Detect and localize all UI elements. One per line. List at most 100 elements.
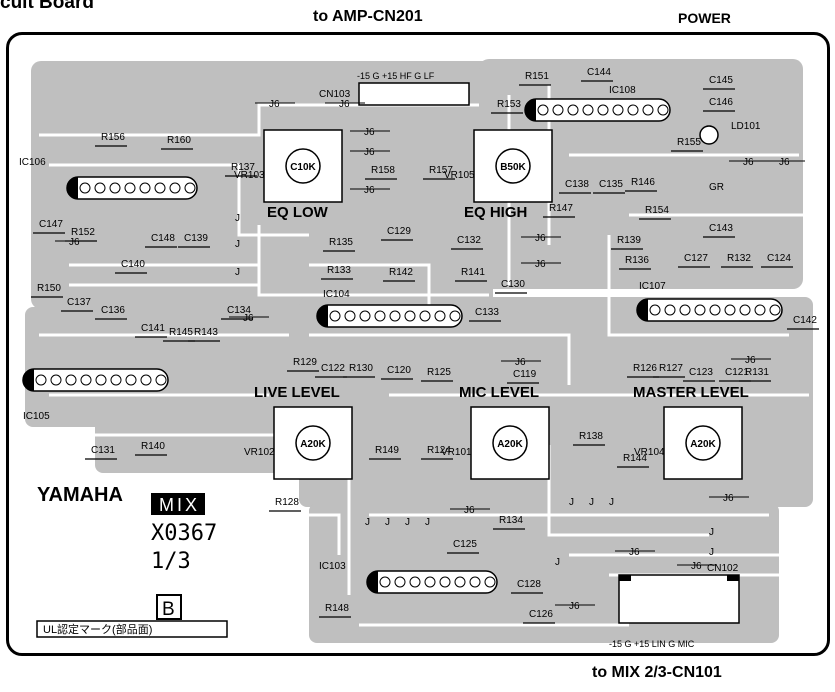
jumper-label: J6 [691,561,702,572]
connector-tab [727,575,739,581]
led-color: GR [709,182,724,193]
component-label: R150 [37,283,61,294]
jumper-label: J6 [535,259,546,270]
pot-knob-icon [495,148,531,184]
ic-pin [769,304,781,316]
component-c119: C119 [507,369,539,384]
ic-pin [449,310,461,322]
pot-value: C10K [290,162,316,173]
component-label: R160 [167,135,191,146]
jumper-label: J6 [364,127,375,138]
jumper-j6: J6 [729,157,769,168]
jumper-j6: J6 [521,259,561,270]
ic-pin [409,576,421,588]
ic-pin [125,374,137,386]
cn102-pins: -15 G +15 LIN G MIC [609,639,695,649]
component-label: R146 [631,177,655,188]
trace [607,235,789,337]
jumper-label: J [235,213,240,224]
cn103-label: CN103 [319,89,351,100]
jumper-j6: J6 [350,185,390,196]
jumper-j: J [235,267,240,278]
ic-pin [154,182,166,194]
ic-pin [679,304,691,316]
component-label: R128 [275,497,299,508]
pot-value: A20K [497,439,523,450]
jumper-label: J6 [269,99,280,110]
jumper-label: J [385,517,390,528]
ic-pin [419,310,431,322]
ic-label: IC105 [23,411,50,422]
component-c133: C133 [469,307,501,322]
cn102-label: CN102 [707,563,739,574]
component-r139: R139 [611,235,643,250]
brand-logo: YAMAHA [37,484,123,506]
jumper-label: J6 [339,99,350,110]
component-r147: R147 [543,203,575,218]
jumper-j6: J6 [255,99,295,110]
jumper-label: J6 [629,547,640,558]
component-label: R134 [499,515,523,526]
component-label: C124 [767,253,791,264]
component-r129: R129 [287,357,319,372]
ic-notch [637,299,648,321]
ic-ic105: IC105 [22,368,169,422]
ic-notch [67,177,78,199]
component-r130: R130 [343,363,375,378]
circuit-board: CN103 -15 G +15 HF G LF LD101 GR CN102 -… [6,32,830,656]
ic-notch [525,99,536,121]
ic-label: IC104 [323,289,350,300]
ic-pin [169,182,181,194]
component-c127: C127 [678,253,710,268]
component-label: R130 [349,363,373,374]
jumper-label: J6 [69,237,80,248]
component-c139: C139 [178,233,210,248]
component-r148: R148 [319,603,351,618]
component-c124: C124 [761,253,793,268]
pcb-diagram: CN103 -15 G +15 HF G LF LD101 GR CN102 -… [19,59,819,649]
jumper-j: J [235,239,240,250]
jumper-label: J6 [515,357,526,368]
component-label: R152 [71,227,95,238]
component-label: C136 [101,305,125,316]
component-label: C144 [587,67,611,78]
component-label: R153 [497,99,521,110]
component-c140: C140 [115,259,147,274]
component-label: C123 [689,367,713,378]
ic-pin [65,374,77,386]
component-label: C130 [501,279,525,290]
trace [49,163,309,237]
ic-pin [627,104,639,116]
jumper-label: J [235,239,240,250]
ic-pin [404,310,416,322]
jumper-label: J6 [364,147,375,158]
component-r157: R157 [423,165,455,180]
component-r158: R158 [365,165,397,180]
trace [257,225,489,297]
component-c146: C146 [703,97,735,112]
component-c143: C143 [703,223,735,238]
ic-notch [367,571,378,593]
jumper-j: J [405,517,410,528]
pot-knob-icon [285,148,321,184]
ic-pin [329,310,341,322]
control-label: MASTER LEVEL [633,384,749,401]
component-label: R137 [231,162,255,173]
component-label: R148 [325,603,349,614]
ic-pin [709,304,721,316]
pot-knob-icon [685,425,721,461]
component-r155: R155 [671,137,703,152]
jumper-j: J [709,527,714,538]
component-label: C128 [517,579,541,590]
component-r128: R128 [269,497,301,512]
component-label: C126 [529,609,553,620]
jumper-j6: J6 [229,313,269,324]
trace [309,333,571,385]
ic-ic103: IC103 [319,561,498,594]
ic-label: IC108 [609,85,636,96]
